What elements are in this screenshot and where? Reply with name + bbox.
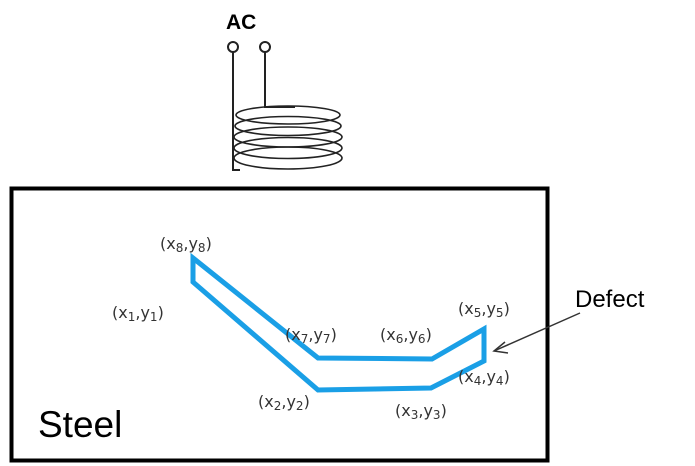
steel-block bbox=[9, 186, 550, 463]
defect-label: Defect bbox=[575, 286, 645, 313]
point-label-3: (x3,y3) bbox=[395, 401, 447, 422]
defect-arrow bbox=[492, 312, 581, 354]
defect-shape bbox=[190, 252, 487, 393]
defect-outline bbox=[190, 252, 487, 393]
point-label-5: (x5,y5) bbox=[458, 299, 510, 320]
ac-terminal-right bbox=[259, 41, 271, 53]
point-label-4: (x4,y4) bbox=[458, 367, 510, 388]
point-label-6: (x6,y6) bbox=[380, 325, 432, 346]
point-label-7: (x7,y7) bbox=[285, 325, 337, 346]
point-label-1: (x1,y1) bbox=[112, 303, 164, 324]
ac-terminal-left bbox=[227, 41, 239, 53]
point-label-8: (x8,y8) bbox=[160, 234, 212, 255]
point-label-2: (x2,y2) bbox=[258, 392, 310, 413]
coil-icon bbox=[233, 105, 343, 170]
steel-label: Steel bbox=[38, 404, 122, 445]
ac-source-label: AC bbox=[226, 11, 256, 34]
